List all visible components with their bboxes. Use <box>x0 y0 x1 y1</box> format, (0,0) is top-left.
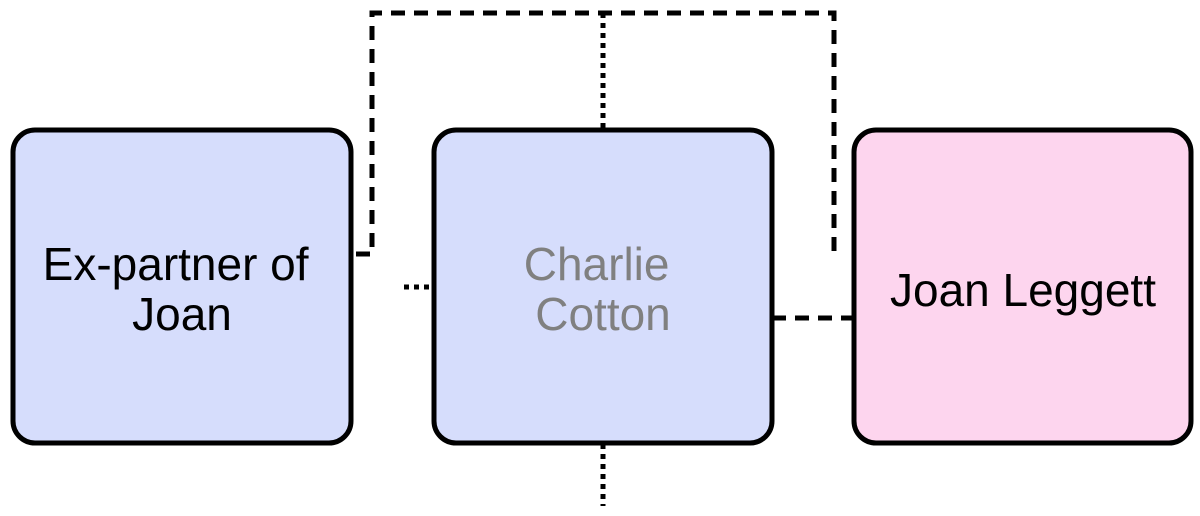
node-box <box>851 127 1194 446</box>
node-label: Ex-partner of Joan <box>43 238 322 340</box>
node-box <box>10 127 354 446</box>
node-label-line: Joan <box>132 288 232 340</box>
node-label: Joan Leggett <box>890 264 1156 316</box>
node-label-line: Cotton <box>535 288 671 340</box>
edges <box>356 10 852 506</box>
node-ex-partner-of-joan[interactable]: Ex-partner of Joan <box>10 127 354 446</box>
node-label-line: Joan Leggett <box>890 264 1156 316</box>
node-label: Charlie Cotton <box>524 238 683 340</box>
node-charlie-cotton[interactable]: Charlie Cotton <box>431 127 775 446</box>
node-label-line: Charlie <box>524 238 670 290</box>
node-label-line: Ex-partner of <box>43 238 309 290</box>
edge-ex-partner-to-joan <box>356 10 837 257</box>
node-box <box>431 127 775 446</box>
node-joan-leggett[interactable]: Joan Leggett <box>851 127 1194 446</box>
